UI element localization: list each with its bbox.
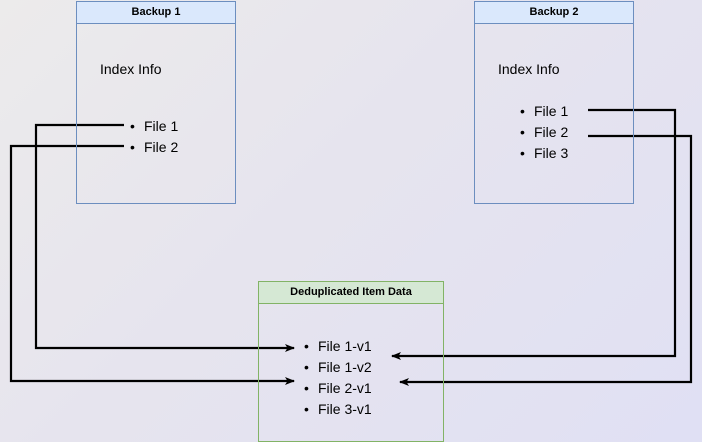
list-item: File 1 (518, 101, 568, 122)
list-item: File 1-v1 (302, 336, 372, 357)
connector-backup2-file2-to-dedup-file2v1 (399, 134, 693, 386)
node-deduplicated-item-data-title: Deduplicated Item Data (259, 282, 443, 304)
node-backup-2-title: Backup 2 (475, 2, 633, 24)
list-item: File 1 (128, 116, 178, 137)
node-backup-1-body: Index Info File 1 File 2 (77, 24, 235, 203)
list-item: File 2 (518, 122, 568, 143)
node-backup-2-file-list: File 1 File 2 File 3 (518, 101, 568, 164)
node-backup-1-title: Backup 1 (77, 2, 235, 24)
node-backup-2-caption: Index Info (498, 61, 560, 77)
list-item: File 3-v1 (302, 399, 372, 420)
list-item: File 2-v1 (302, 378, 372, 399)
connector-backup1-file2-to-dedup-file2v1 (9, 144, 295, 385)
connector-backup1-file1-to-dedup-file1v1 (34, 123, 295, 352)
list-item: File 3 (518, 143, 568, 164)
node-deduplicated-file-list: File 1-v1 File 1-v2 File 2-v1 File 3-v1 (302, 336, 372, 420)
node-deduplicated-item-data-body: File 1-v1 File 1-v2 File 2-v1 File 3-v1 (259, 304, 443, 441)
list-item: File 2 (128, 137, 178, 158)
node-backup-1[interactable]: Backup 1 Index Info File 1 File 2 (76, 1, 236, 204)
node-backup-1-caption: Index Info (100, 61, 162, 77)
list-item: File 1-v2 (302, 357, 372, 378)
node-deduplicated-item-data[interactable]: Deduplicated Item Data File 1-v1 File 1-… (258, 281, 444, 442)
connector-backup2-file1-to-dedup-file1v2 (391, 108, 677, 360)
node-backup-1-file-list: File 1 File 2 (128, 116, 178, 158)
node-backup-2-body: Index Info File 1 File 2 File 3 (475, 24, 633, 203)
node-backup-2[interactable]: Backup 2 Index Info File 1 File 2 File 3 (474, 1, 634, 204)
